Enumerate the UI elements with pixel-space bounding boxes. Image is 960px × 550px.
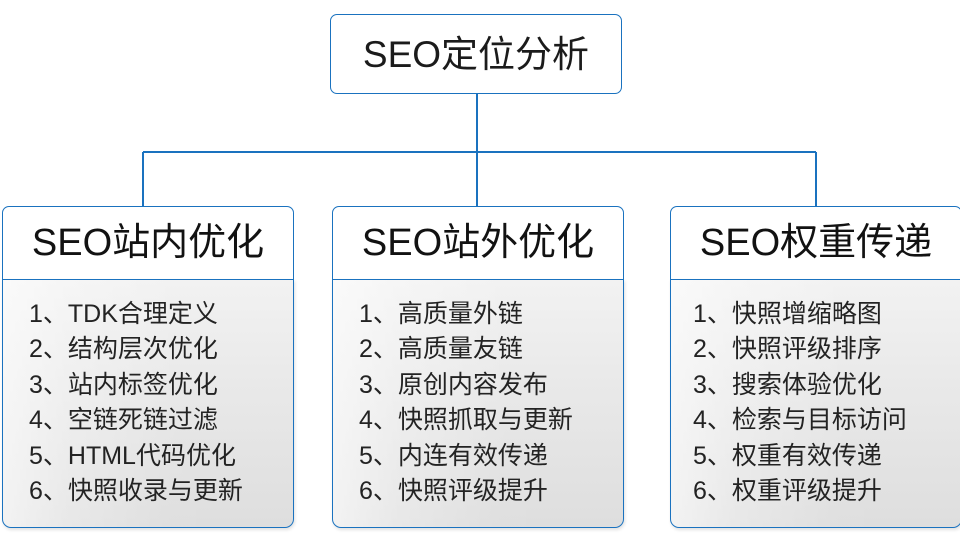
- list-item: 6、快照评级提升: [359, 477, 548, 506]
- list-item: 2、结构层次优化: [29, 335, 218, 364]
- root-node-title: SEO定位分析: [362, 33, 590, 75]
- list-item: 4、空链死链过滤: [29, 406, 218, 435]
- list-item: 1、TDK合理定义: [29, 299, 218, 328]
- branch-column-2: SEO站外优化 1、高质量外链 2、高质量友链 3、原创内容发布 4、快照抓取与…: [332, 206, 624, 528]
- branch-column-3: SEO权重传递 1、快照增缩略图 2、快照评级排序 3、搜索体验优化 4、检索与…: [670, 206, 960, 528]
- list-item: 3、站内标签优化: [29, 370, 218, 399]
- list-item: 6、快照收录与更新: [29, 477, 243, 506]
- list-item: 1、高质量外链: [359, 299, 523, 328]
- branch-column-1: SEO站内优化 1、TDK合理定义 2、结构层次优化 3、站内标签优化 4、空链…: [2, 206, 294, 528]
- list-item: 3、搜索体验优化: [693, 370, 882, 399]
- branch-1-title: SEO站内优化: [31, 222, 265, 264]
- branch-3-header[interactable]: SEO权重传递: [670, 206, 960, 280]
- list-item: 4、快照抓取与更新: [359, 406, 573, 435]
- list-item: 5、HTML代码优化: [29, 441, 236, 470]
- branch-1-body: 1、TDK合理定义 2、结构层次优化 3、站内标签优化 4、空链死链过滤 5、H…: [2, 278, 294, 528]
- list-item: 5、内连有效传递: [359, 441, 548, 470]
- branch-2-body: 1、高质量外链 2、高质量友链 3、原创内容发布 4、快照抓取与更新 5、内连有…: [332, 278, 624, 528]
- list-item: 5、权重有效传递: [693, 441, 882, 470]
- branch-3-title: SEO权重传递: [699, 222, 933, 264]
- branch-2-title: SEO站外优化: [361, 222, 595, 264]
- branch-1-header[interactable]: SEO站内优化: [2, 206, 294, 280]
- branch-2-list: 1、高质量外链 2、高质量友链 3、原创内容发布 4、快照抓取与更新 5、内连有…: [333, 297, 649, 510]
- branch-3-body: 1、快照增缩略图 2、快照评级排序 3、搜索体验优化 4、检索与目标访问 5、权…: [670, 278, 960, 528]
- branch-2-header[interactable]: SEO站外优化: [332, 206, 624, 280]
- list-item: 3、原创内容发布: [359, 370, 548, 399]
- root-node[interactable]: SEO定位分析: [330, 14, 622, 94]
- list-item: 2、快照评级排序: [693, 335, 882, 364]
- list-item: 1、快照增缩略图: [693, 299, 882, 328]
- list-item: 6、权重评级提升: [693, 477, 882, 506]
- branch-3-list: 1、快照增缩略图 2、快照评级排序 3、搜索体验优化 4、检索与目标访问 5、权…: [671, 297, 960, 510]
- branch-1-list: 1、TDK合理定义 2、结构层次优化 3、站内标签优化 4、空链死链过滤 5、H…: [3, 297, 319, 510]
- list-item: 4、检索与目标访问: [693, 406, 907, 435]
- list-item: 2、高质量友链: [359, 335, 523, 364]
